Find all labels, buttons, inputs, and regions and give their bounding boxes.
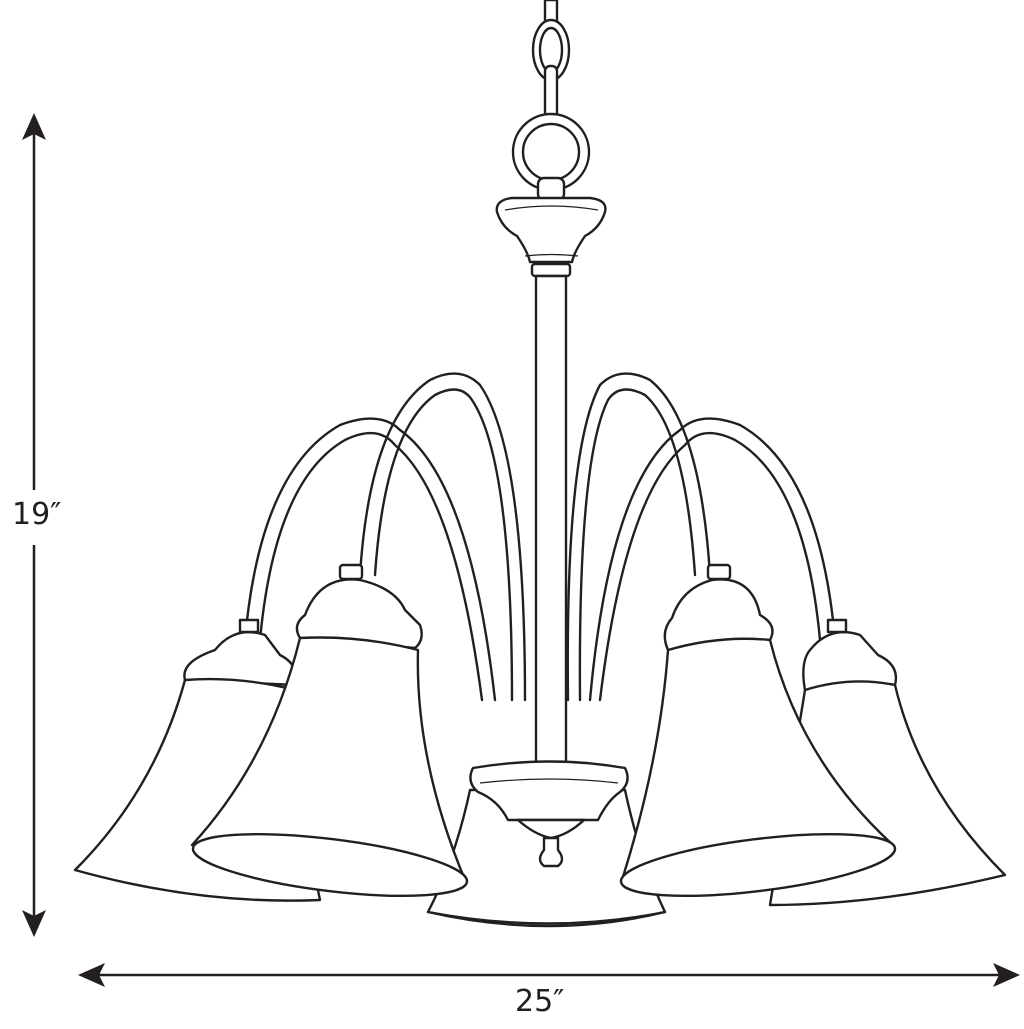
height-dimension-label: 19″ — [12, 497, 62, 532]
height-dimension-arrow — [22, 113, 46, 937]
canopy-cap — [495, 196, 607, 278]
curved-arms — [243, 372, 837, 702]
center-bowl — [469, 760, 629, 868]
bell-shade-front-right — [619, 563, 897, 898]
width-dimension-arrow — [78, 963, 1020, 987]
chain-icon — [511, 0, 591, 202]
bell-shade-front-left — [190, 563, 469, 898]
width-dimension-label: 25″ — [515, 984, 565, 1019]
center-stem — [534, 274, 568, 768]
